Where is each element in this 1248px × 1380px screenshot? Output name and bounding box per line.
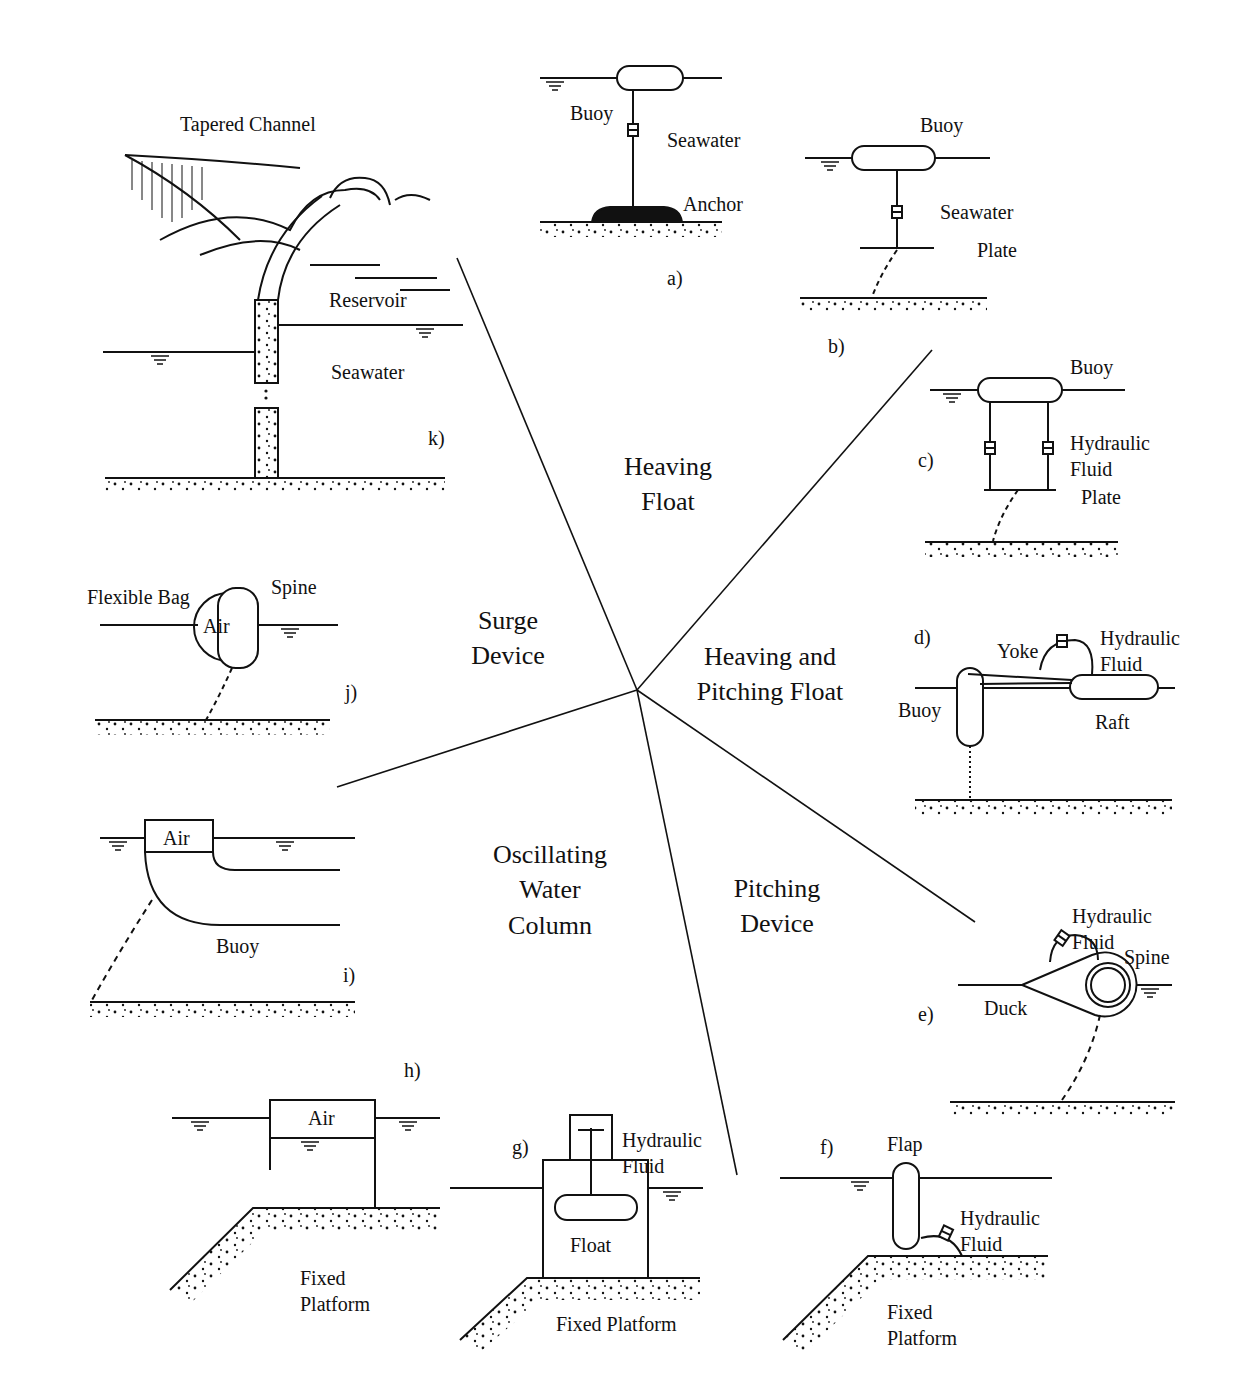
part-label: g) bbox=[512, 1136, 529, 1158]
part-label: Reservoir bbox=[329, 289, 407, 311]
part-label: Spine bbox=[1124, 946, 1170, 968]
part-label: e) bbox=[918, 1003, 934, 1025]
category-heading: Heaving Float bbox=[608, 449, 728, 519]
part-label: Float bbox=[570, 1234, 611, 1256]
device-e bbox=[950, 930, 1175, 1117]
part-label: Hydraulic Fluid bbox=[960, 1205, 1050, 1257]
part-label: Fixed Platform bbox=[300, 1265, 395, 1317]
device-k bbox=[103, 155, 463, 493]
part-label: Duck bbox=[984, 997, 1027, 1019]
part-label: b) bbox=[828, 335, 845, 357]
part-label: f) bbox=[820, 1136, 833, 1158]
part-label: Raft bbox=[1095, 711, 1129, 733]
part-label: Air bbox=[203, 615, 230, 637]
category-heading: Heaving and Pitching Float bbox=[675, 639, 865, 709]
part-label: Buoy bbox=[1070, 356, 1113, 378]
sector-lines bbox=[337, 258, 975, 1175]
part-label: h) bbox=[404, 1059, 421, 1081]
part-label: Anchor bbox=[683, 193, 743, 215]
part-label: i) bbox=[343, 964, 355, 986]
part-label: Tapered Channel bbox=[180, 113, 316, 135]
part-label: Fixed Platform bbox=[556, 1313, 677, 1335]
part-label: Flexible Bag bbox=[87, 586, 190, 608]
part-label: Plate bbox=[977, 239, 1017, 261]
part-label: Plate bbox=[1081, 486, 1121, 508]
category-heading: Oscillating Water Column bbox=[478, 837, 623, 942]
category-heading: Pitching Device bbox=[720, 871, 835, 941]
part-label: Spine bbox=[271, 576, 317, 598]
part-label: Hydraulic Fluid bbox=[1100, 625, 1190, 677]
part-label: j) bbox=[345, 681, 357, 703]
part-label: Buoy bbox=[898, 699, 941, 721]
part-label: d) bbox=[914, 626, 931, 648]
part-label: Seawater bbox=[331, 361, 404, 383]
part-label: Seawater bbox=[940, 201, 1013, 223]
part-label: Fixed Platform bbox=[887, 1299, 982, 1351]
part-label: Buoy bbox=[216, 935, 259, 957]
part-label: Seawater bbox=[667, 129, 740, 151]
category-heading: Surge Device bbox=[453, 603, 563, 673]
part-label: Yoke bbox=[997, 640, 1038, 662]
part-label: Air bbox=[163, 827, 190, 849]
part-label: Hydraulic Fluid bbox=[1070, 430, 1160, 482]
part-label: Flap bbox=[887, 1133, 923, 1155]
part-label: k) bbox=[428, 427, 445, 449]
part-label: Hydraulic Fluid bbox=[622, 1127, 712, 1179]
part-label: Buoy bbox=[920, 114, 963, 136]
device-j bbox=[95, 588, 338, 735]
device-f bbox=[780, 1163, 1052, 1352]
part-label: Buoy bbox=[570, 102, 613, 124]
part-label: Air bbox=[308, 1107, 335, 1129]
device-b bbox=[800, 146, 990, 313]
device-i bbox=[90, 820, 355, 1017]
part-label: a) bbox=[667, 267, 683, 289]
part-label: c) bbox=[918, 449, 934, 471]
